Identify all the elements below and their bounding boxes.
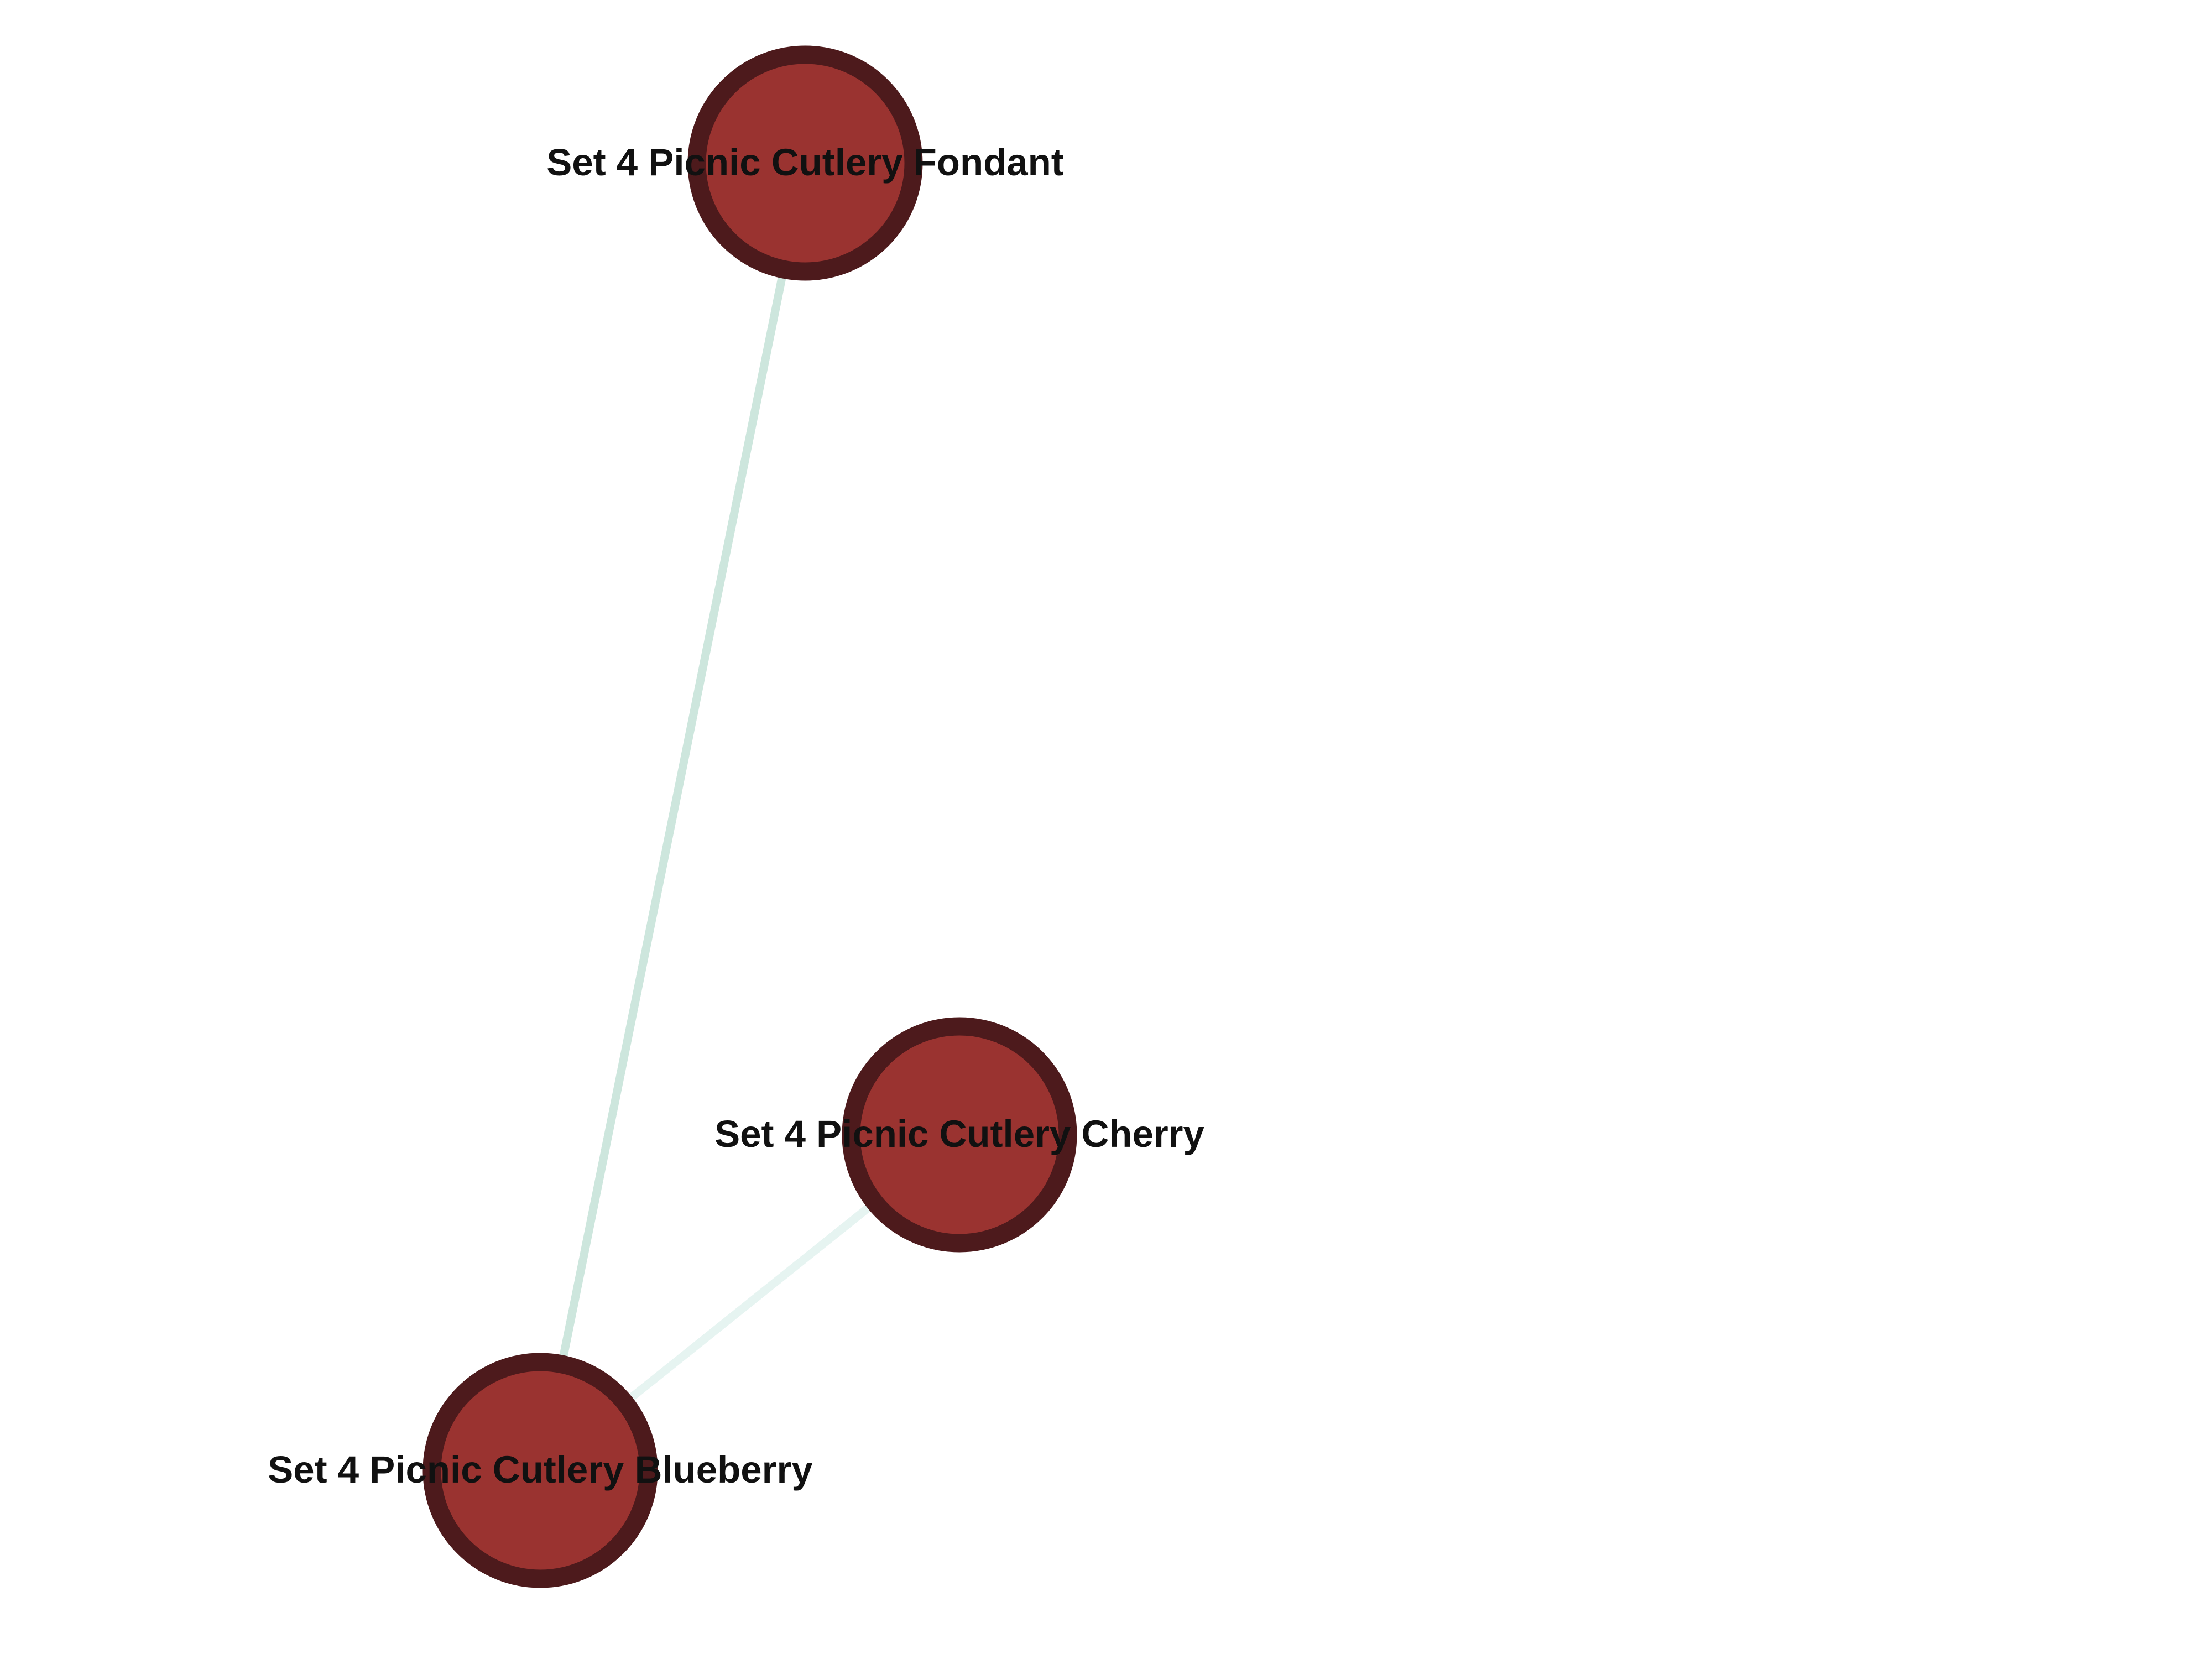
node-circle bbox=[687, 45, 923, 281]
edge-fondant-blueberry bbox=[536, 159, 810, 1475]
node-label: Set 4 Picnic Cutlery Fondant bbox=[546, 141, 1064, 184]
node-circle bbox=[842, 1017, 1077, 1253]
node-label: Set 4 Picnic Cutlery Blueberry bbox=[268, 1448, 813, 1491]
graph-node-blueberry[interactable]: Set 4 Picnic Cutlery Blueberry bbox=[268, 1353, 813, 1588]
node-label: Set 4 Picnic Cutlery Cherry bbox=[714, 1113, 1204, 1155]
node-circle bbox=[422, 1353, 658, 1588]
graph-node-fondant[interactable]: Set 4 Picnic Cutlery Fondant bbox=[546, 45, 1064, 281]
graph-node-cherry[interactable]: Set 4 Picnic Cutlery Cherry bbox=[714, 1017, 1204, 1253]
